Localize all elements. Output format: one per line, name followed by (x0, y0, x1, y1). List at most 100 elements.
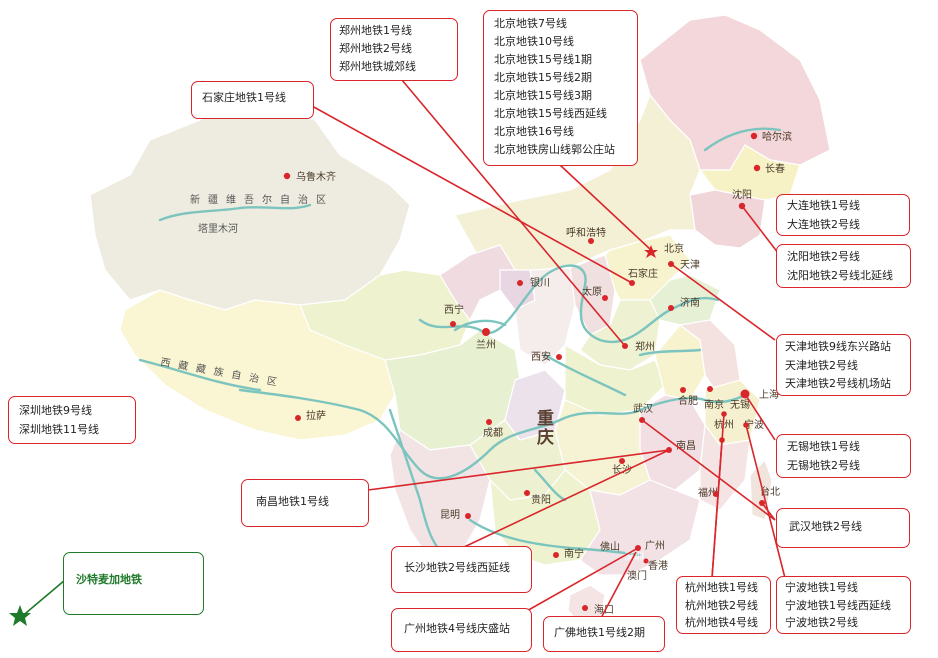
dot-taiyuan (602, 295, 608, 301)
connector-tianjin (670, 263, 776, 341)
label-jinan: 济南 (680, 296, 700, 309)
line-item: 杭州地铁4号线 (685, 616, 758, 629)
callout-ningbo: 宁波地铁1号线 宁波地铁1号线西延线 宁波地铁2号线 (776, 576, 911, 634)
region-henan (579, 299, 661, 371)
line-item: 大连地铁1号线 (787, 199, 860, 212)
map-labels: 乌鲁木齐 新疆维吾尔自治区 塔里木河 哈尔滨 长春 沈阳 呼和浩特 北京 天津 … (159, 130, 792, 616)
label-foshan: 佛山 (600, 540, 620, 553)
dot-xian (556, 354, 562, 360)
line-item: 长沙地铁2号线西延线 (404, 561, 510, 574)
river-xi (533, 468, 567, 502)
label-xian: 西安 (531, 350, 551, 363)
line-item: 郑州地铁1号线 (339, 24, 412, 37)
callout-shenzhen: 深圳地铁9号线 深圳地铁11号线 (8, 396, 136, 444)
callout-saudi: 沙特麦加地铁 (63, 552, 204, 615)
dot-chengdu (486, 419, 492, 425)
label-qing: 庆 (537, 427, 554, 448)
label-hefei: 合肥 (678, 394, 698, 407)
label-taiyuan: 太原 (582, 285, 602, 298)
line-item: 宁波地铁1号线 (785, 581, 858, 594)
line-item: 北京地铁房山线郭公庄站 (494, 143, 615, 156)
callout-tianjin: 天津地铁9线东兴路站 天津地铁2号线 天津地铁2号线机场站 (776, 334, 911, 396)
label-nanchang: 南昌 (676, 439, 696, 452)
label-lasa: 拉萨 (306, 409, 326, 422)
line-item: 北京地铁15号线西延线 (494, 107, 607, 120)
river-hanjiang (543, 353, 627, 397)
line-item: 天津地铁2号线机场站 (785, 377, 891, 390)
label-shijiazhuang: 石家庄 (628, 267, 658, 280)
callout-wuhan: 武汉地铁2号线 (776, 508, 910, 548)
label-haerbin: 哈尔滨 (762, 130, 792, 143)
callout-wuxi: 无锡地铁1号线 无锡地铁2号线 (776, 434, 911, 478)
label-fuzhou: 福州 (698, 486, 718, 499)
label-ningbo: 宁波 (744, 418, 764, 431)
callout-changsha: 长沙地铁2号线西延线 (391, 546, 532, 593)
line-item: 石家庄地铁1号线 (202, 91, 286, 104)
river-tarim (158, 203, 312, 222)
label-aomen: 澳门 (627, 569, 647, 582)
callout-shenyang: 沈阳地铁2号线 沈阳地铁2号线北延线 (776, 244, 911, 288)
label-kunming: 昆明 (440, 509, 460, 521)
line-item: 宁波地铁2号线 (785, 616, 858, 629)
river-huai (638, 348, 702, 357)
line-item: 天津地铁9线东兴路站 (785, 340, 891, 353)
label-zhengzhou: 郑州 (635, 340, 655, 353)
line-item: 天津地铁2号线 (785, 358, 858, 372)
region-fujian (699, 423, 751, 511)
line-item: 郑州地铁2号线 (339, 42, 412, 55)
region-hubei (564, 343, 666, 416)
label-xianggang: 香港 (648, 560, 668, 572)
label-taibei: 台北 (760, 485, 780, 498)
label-nanjing: 南京 (704, 398, 724, 411)
dot-xining (450, 321, 456, 327)
connector-changsha (461, 449, 670, 549)
connector-guangfo (599, 551, 637, 621)
dot-lasa (295, 415, 301, 421)
line-item: 杭州地铁2号线 (685, 598, 758, 612)
label-xining: 西宁 (444, 303, 464, 316)
label-lanzhou: 兰州 (476, 338, 496, 351)
label-xinjiang: 新疆维吾尔自治区 (190, 193, 334, 206)
line-item: 杭州地铁1号线 (685, 581, 758, 594)
label-wuxi: 无锡 (730, 398, 750, 411)
river-pearl (468, 518, 642, 557)
dot-yinchuan (517, 280, 523, 286)
label-tarim: 塔里木河 (198, 222, 238, 235)
label-shanghai: 上海 (759, 388, 779, 401)
label-nanning: 南宁 (564, 547, 584, 560)
line-item: 北京地铁15号线1期 (494, 53, 592, 66)
dot-jinan (668, 305, 674, 311)
line-item: 广佛地铁1号线2期 (554, 626, 645, 639)
beijing-star-icon (644, 245, 658, 258)
line-item: 宁波地铁1号线西延线 (785, 598, 891, 612)
label-changsha: 长沙 (612, 464, 632, 476)
connector-wuxi (744, 393, 776, 441)
line-item: 郑州地铁城郊线 (339, 60, 416, 73)
river-qinghai (453, 319, 507, 332)
dot-xianggang (643, 558, 649, 564)
line-item: 广州地铁4号线庆盛站 (404, 622, 510, 635)
callout-guangfo: 广佛地铁1号线2期 (543, 616, 665, 652)
callout-nanchang: 南昌地铁1号线 (241, 479, 369, 527)
line-item: 北京地铁7号线 (494, 17, 567, 30)
callout-guangzhou: 广州地铁4号线庆盛站 (391, 608, 532, 652)
label-guangzhou: 广州 (645, 540, 665, 552)
dot-nanning (553, 552, 559, 558)
connector-guangzhou (524, 547, 639, 613)
dot-kunming (465, 513, 471, 519)
callout-shijiazhuang: 石家庄地铁1号线 (191, 81, 314, 119)
line-item: 沈阳地铁2号线北延线 (787, 268, 893, 282)
label-guiyang: 贵阳 (531, 493, 551, 506)
connector-lines (19, 79, 786, 621)
connector-beijing (559, 164, 652, 251)
label-tianjin: 天津 (680, 259, 700, 271)
dot-haerbin (750, 132, 758, 140)
line-item: 无锡地铁1号线 (787, 440, 860, 453)
callout-dalian: 大连地铁1号线 大连地铁2号线 (776, 194, 910, 236)
connector-nanchang (367, 449, 670, 491)
label-shenyang: 沈阳 (732, 188, 752, 201)
connector-taibei (761, 502, 776, 521)
river-lancang (388, 408, 442, 552)
callout-zhengzhou: 郑州地铁1号线 郑州地铁2号线 郑州地铁城郊线 (330, 18, 458, 81)
dot-changsha (619, 458, 625, 464)
